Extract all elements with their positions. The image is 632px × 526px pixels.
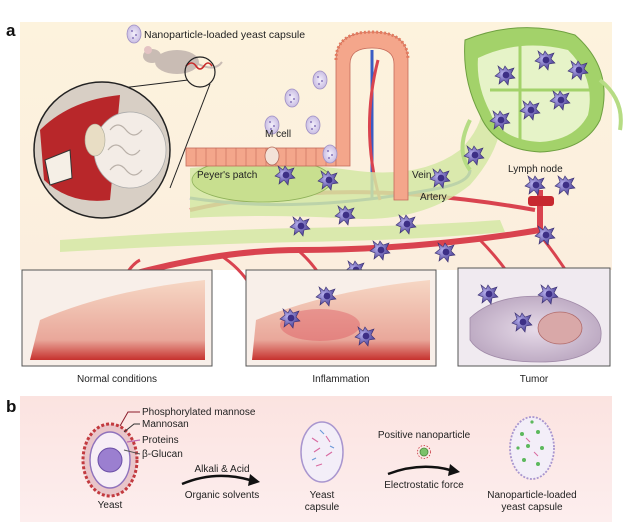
box-label-normal: Normal conditions	[77, 374, 157, 385]
label-yeast: Yeast	[98, 500, 123, 511]
step2-bottom: Electrostatic force	[384, 480, 464, 491]
label-peyers-patch: Peyer's patch	[197, 170, 257, 181]
box-tumor	[457, 267, 611, 367]
positive-nanoparticle-icon	[419, 447, 429, 457]
step1-bottom: Organic solvents	[185, 490, 259, 501]
label-vein: Vein	[412, 170, 431, 181]
arrow-step-2	[387, 445, 460, 476]
box-inflammation	[245, 269, 437, 367]
layer-pointers	[119, 411, 141, 455]
yeast-capsule-empty	[300, 421, 344, 483]
step2-top: Positive nanoparticle	[378, 430, 471, 441]
magnified-abdomen	[33, 81, 171, 219]
label-m-cell: M cell	[265, 129, 291, 140]
mouse-illustration	[87, 46, 223, 189]
layer-label-beta-glucan: β-Glucan	[142, 449, 183, 460]
label-loaded-2: yeast capsule	[501, 502, 563, 513]
box-normal	[21, 269, 213, 367]
yeast-cell	[81, 422, 139, 498]
panel-a-letter: a	[6, 21, 16, 40]
label-loaded-1: Nanoparticle-loaded	[487, 490, 577, 501]
label-capsule: Nanoparticle-loaded yeast capsule	[144, 29, 305, 41]
arrow-step-1	[181, 474, 260, 486]
lymphatic-tissue	[60, 90, 505, 252]
layer-label-proteins: Proteins	[142, 435, 179, 446]
label-lymph-node: Lymph node	[508, 164, 563, 175]
step1-top: Alkali & Acid	[194, 464, 249, 475]
box-label-inflammation: Inflammation	[312, 374, 369, 385]
label-artery: Artery	[420, 192, 447, 203]
label-yeast-capsule-2: capsule	[305, 502, 340, 513]
yeast-capsule-loaded	[509, 416, 555, 480]
panel-b-letter: b	[6, 397, 16, 416]
layer-label-mannosan: Mannosan	[142, 419, 189, 430]
intestinal-epithelium	[185, 30, 410, 201]
layer-label-phosphorylated-mannose: Phosphorylated mannose	[142, 407, 256, 418]
box-label-tumor: Tumor	[520, 374, 549, 385]
label-yeast-capsule-1: Yeast	[310, 490, 335, 501]
